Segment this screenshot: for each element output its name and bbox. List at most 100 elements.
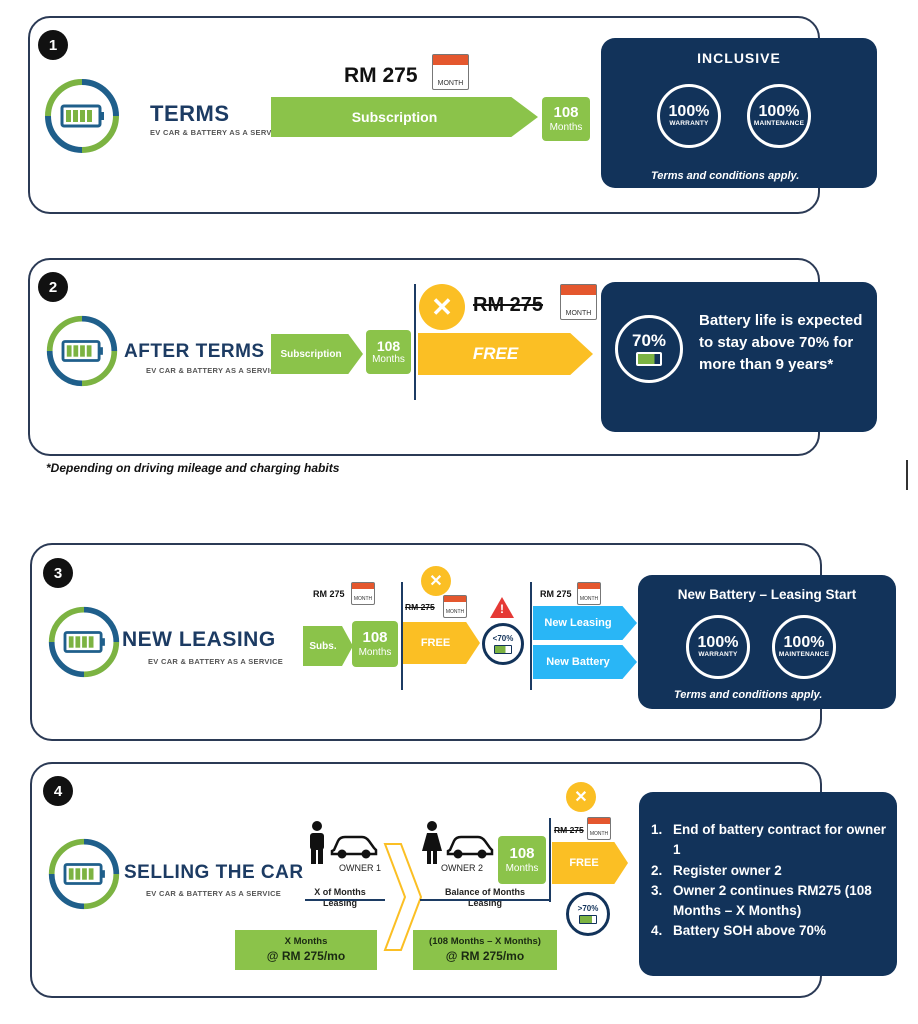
terms-note: Terms and conditions apply. [651,170,800,182]
section-1-months-box: 108 Months [542,97,590,141]
subscription-label: Subscription [280,348,342,360]
calendar-label: MONTH [589,831,609,837]
free-label: FREE [420,637,451,649]
new-battery-title: New Battery – Leasing Start [677,587,857,602]
step-item: 3.Owner 2 continues RM275 (108 Months – … [651,881,889,922]
months-value: 108 [376,337,401,354]
x-circle-icon: ✕ [419,284,465,330]
calendar-label: MONTH [353,596,373,602]
months-unit: Months [372,354,405,366]
subs-arrow: Subs. [303,626,353,666]
maintenance-label: MAINTENANCE [778,650,830,658]
section-2-months-box: 108 Months [366,330,411,374]
warranty-badge: 100% WARRANTY [657,84,721,148]
calendar-label: MONTH [437,80,464,87]
price-struck: RM 275 [405,602,435,612]
calendar-icon: MONTH [351,582,375,605]
step-item: 4.Battery SOH above 70% [651,921,889,941]
battery-life-panel: 70% Battery life is expected to stay abo… [601,282,877,432]
calendar-icon: MONTH [577,582,601,605]
months-unit: Months [505,862,539,874]
owner-2-payment: (108 Months – X Months) @ RM 275/mo [413,930,557,970]
battery-high-badge: >70% [566,892,610,936]
owner-2-label: OWNER 2 [440,863,483,873]
battery-icon [494,645,512,654]
maintenance-pct: 100% [758,103,800,121]
divider-line [414,284,416,400]
section-4-subtitle: EV CAR & BATTERY AS A SERVICE [146,889,282,898]
maintenance-badge: 100% MAINTENANCE [747,84,811,148]
section-3-price-new: RM 275 [540,589,572,599]
free-arrow: FREE [552,842,628,884]
warranty-badge: 100% WARRANTY [686,615,750,679]
inclusive-title: INCLUSIVE [697,50,781,66]
section-1-price: RM 275 [344,64,418,87]
calendar-icon: MONTH [560,284,597,320]
free-label: FREE [569,857,599,869]
section-3-title: NEW LEASING [122,628,276,651]
subscription-arrow: Subscription [271,97,538,137]
footnote: *Depending on driving mileage and chargi… [46,461,340,475]
section-1-title: TERMS [150,101,230,126]
price-struck: RM 275 [554,825,584,835]
section-1-number: 1 [38,30,68,60]
section-3-number: 3 [43,558,73,588]
maintenance-badge: 100% MAINTENANCE [772,615,836,679]
car-icon [446,832,494,860]
battery-threshold: >70% [577,904,599,913]
owner-1-payment-line2: @ RM 275/mo [266,949,346,964]
owner-2-payment-line1: (108 Months – X Months) [429,935,541,947]
divider-line [530,582,532,690]
free-arrow: FREE [418,333,593,375]
steps-panel: 1.End of battery contract for owner 1 2.… [639,792,897,976]
warranty-label: WARRANTY [669,119,709,127]
warranty-label: WARRANTY [698,650,738,658]
step-item: 2.Register owner 2 [651,861,889,881]
battery-low-badge: <70% [482,623,524,665]
price-struck: RM 275 [473,294,544,316]
section-4-number: 4 [43,776,73,806]
section-4-title: SELLING THE CAR [124,862,304,883]
divider-line [401,582,403,690]
step-text: End of battery contract for owner 1 [673,822,887,858]
battery-icon [636,352,662,367]
calendar-label: MONTH [579,596,599,602]
divider-line [549,818,551,902]
section-3-price: RM 275 [313,589,345,599]
calendar-label: MONTH [565,310,592,317]
new-leasing-arrow: New Leasing [533,606,637,640]
warranty-pct: 100% [697,634,739,652]
owner-2-arrow-line [420,899,550,901]
section-3-months-box: 108 Months [352,621,398,667]
maintenance-label: MAINTENANCE [753,119,805,127]
new-leasing-label: New Leasing [544,617,612,629]
calendar-label: MONTH [445,609,465,615]
new-battery-panel: New Battery – Leasing Start 100% WARRANT… [638,575,896,709]
x-circle-icon: ✕ [566,782,596,812]
ev-battery-logo-icon [46,836,122,912]
months-value: 108 [509,845,535,863]
ev-battery-logo-icon [44,313,120,389]
owner-2-payment-line2: @ RM 275/mo [445,949,525,964]
chevron-arrow-icon [383,842,423,952]
months-value: 108 [553,104,579,122]
step-list: 1.End of battery contract for owner 1 2.… [651,820,889,942]
inclusive-panel: INCLUSIVE 100% WARRANTY 100% MAINTENANCE… [601,38,877,188]
subs-label: Subs. [309,640,337,652]
page-edge-mark [906,460,908,490]
person-icon [420,820,444,864]
ev-battery-logo-icon [46,604,122,680]
subscription-label: Subscription [351,109,438,125]
battery-life-text: Battery life is expected to stay above 7… [699,312,863,373]
free-label: FREE [472,344,519,363]
free-arrow: FREE [403,622,480,664]
battery-icon [579,915,597,924]
section-2-title: AFTER TERMS [124,341,265,362]
calendar-icon: MONTH [432,54,469,90]
new-battery-arrow: New Battery [533,645,637,679]
step-text: Battery SOH above 70% [673,923,827,939]
step-text: Owner 2 continues RM275 (108 Months – X … [673,882,872,918]
battery-threshold: <70% [492,634,514,643]
person-icon [305,820,329,864]
section-3-subtitle: EV CAR & BATTERY AS A SERVICE [148,657,284,666]
